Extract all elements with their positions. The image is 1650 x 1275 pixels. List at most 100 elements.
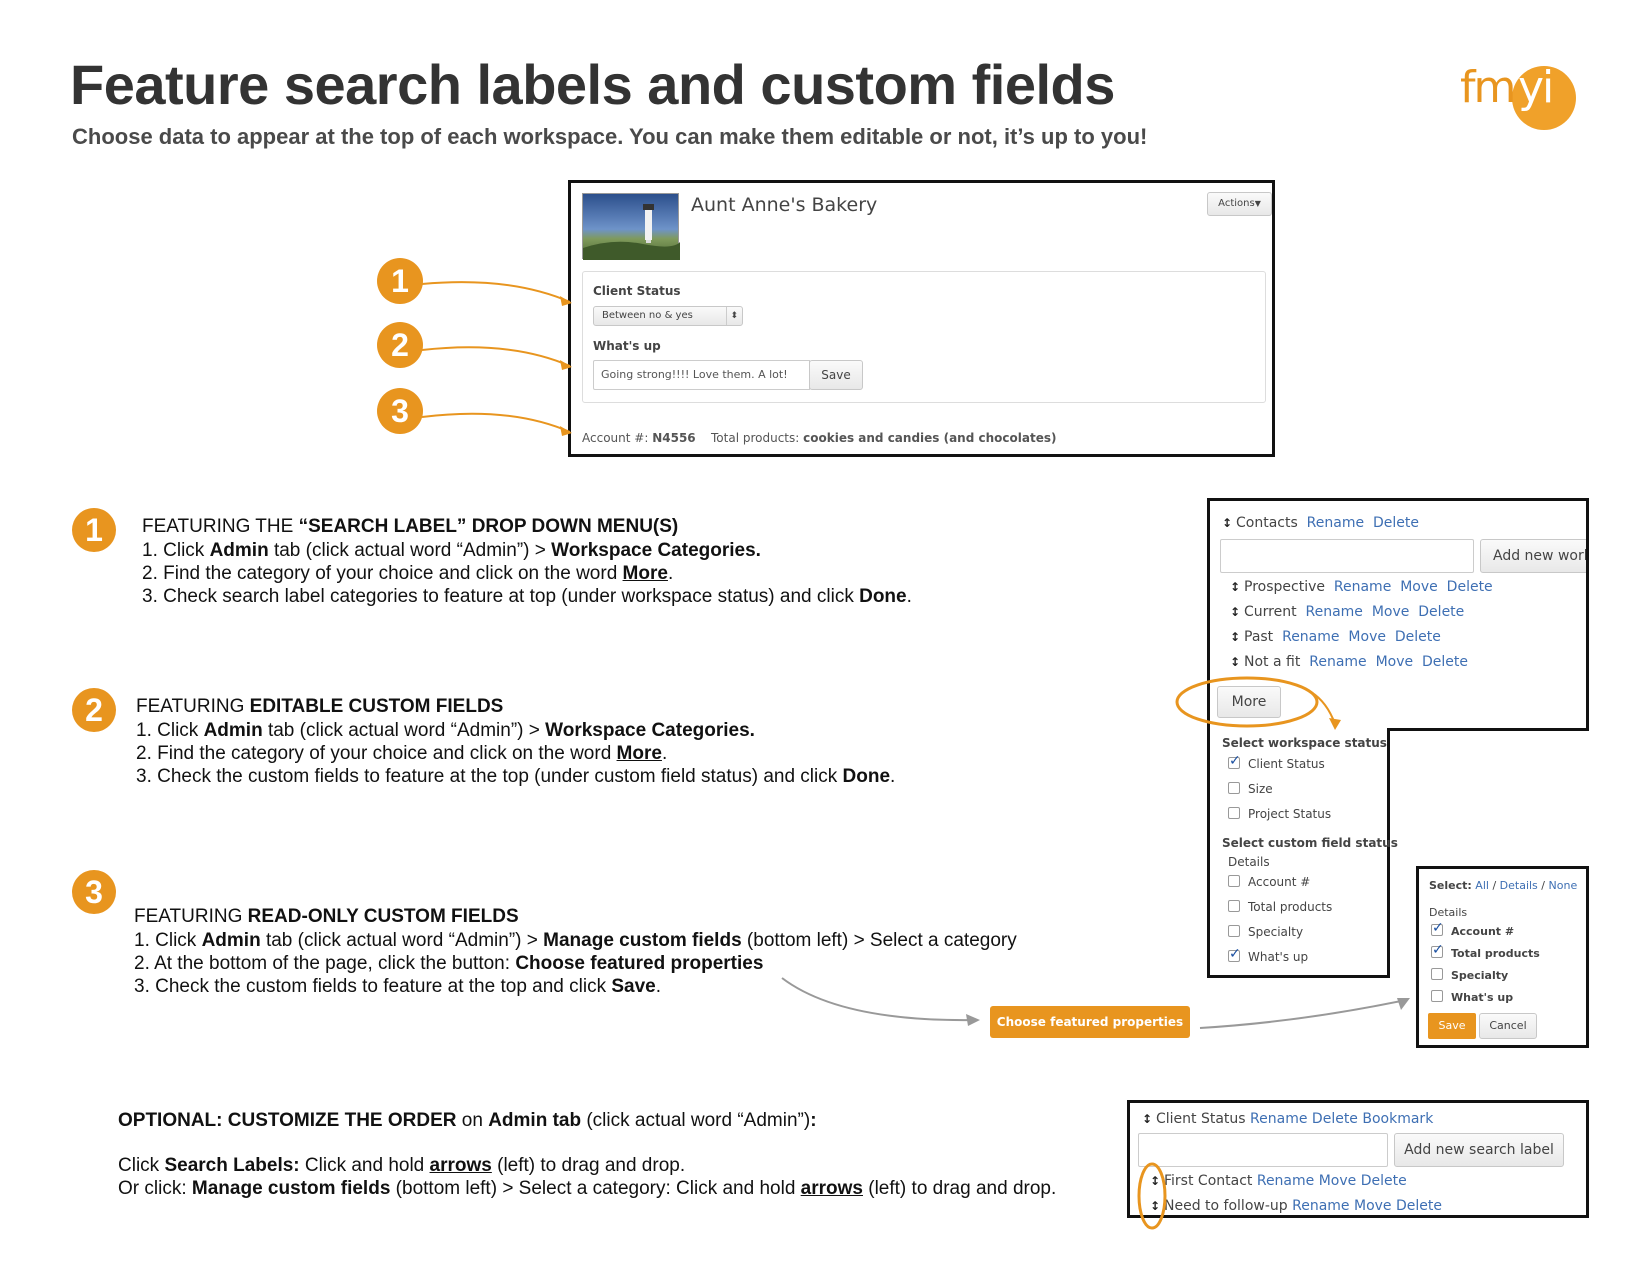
checkbox-checked-icon[interactable] bbox=[1431, 920, 1444, 936]
rename-link[interactable]: Rename bbox=[1309, 654, 1367, 670]
s2-heading-bold: EDITABLE CUSTOM FIELDS bbox=[249, 696, 504, 717]
delete-link[interactable]: Delete bbox=[1422, 654, 1469, 670]
select-none-link[interactable]: None bbox=[1548, 879, 1578, 892]
featured-cancel-button[interactable]: Cancel bbox=[1479, 1013, 1537, 1039]
cf-status-products[interactable]: Total products bbox=[1228, 900, 1332, 914]
select-details-link[interactable]: Details bbox=[1499, 879, 1538, 892]
featured-products[interactable]: Total products bbox=[1431, 942, 1540, 960]
drag-arrows-icon[interactable]: ↕ bbox=[1222, 516, 1233, 530]
ws-status-size[interactable]: Size bbox=[1228, 782, 1273, 796]
featured-account[interactable]: Account # bbox=[1431, 920, 1514, 938]
rename-link[interactable]: Rename bbox=[1282, 629, 1340, 645]
account-number: Account #: N4556 bbox=[582, 431, 696, 445]
move-link[interactable]: Move bbox=[1400, 579, 1438, 595]
drag-arrows-icon[interactable]: ↕ bbox=[1230, 605, 1241, 619]
delete-link[interactable]: Delete bbox=[1446, 579, 1493, 595]
whats-up-input[interactable]: Going strong!!!! Love them. A lot! bbox=[593, 360, 810, 390]
checkbox-checked-icon[interactable] bbox=[1228, 946, 1241, 962]
new-label-input[interactable] bbox=[1138, 1133, 1388, 1167]
rename-link[interactable]: Rename bbox=[1306, 515, 1365, 531]
section-2-step-1: 1. Click Admin tab (click actual word “A… bbox=[136, 720, 755, 742]
move-link[interactable]: Move bbox=[1318, 1173, 1357, 1189]
checkbox-icon[interactable] bbox=[1228, 782, 1240, 794]
label-name: Client Status bbox=[1156, 1111, 1246, 1127]
s1-l1-d: Workspace Categories. bbox=[551, 540, 761, 561]
workspace-name: Aunt Anne's Bakery bbox=[691, 194, 878, 216]
choose-featured-properties-button[interactable]: Choose featured properties bbox=[990, 1006, 1190, 1038]
rename-link[interactable]: Rename bbox=[1256, 1173, 1315, 1189]
select-all-link[interactable]: All bbox=[1475, 879, 1489, 892]
opt-p1-a: Click bbox=[118, 1155, 165, 1176]
move-link[interactable]: Move bbox=[1353, 1198, 1392, 1214]
category-name: Past bbox=[1244, 629, 1274, 645]
section-2-step-2: 2. Find the category of your choice and … bbox=[136, 743, 667, 765]
section-2-heading: FEATURING EDITABLE CUSTOM FIELDS bbox=[136, 696, 503, 718]
cf-status-account[interactable]: Account # bbox=[1228, 875, 1310, 889]
more-button[interactable]: More bbox=[1217, 686, 1281, 718]
separator: / bbox=[1541, 879, 1546, 892]
select-arrows-icon: ⬍ bbox=[726, 307, 738, 325]
s3-l3-c: . bbox=[655, 976, 662, 997]
save-button[interactable]: Save bbox=[809, 360, 863, 390]
whats-up-label: What's up bbox=[593, 339, 661, 353]
label-row-first-contact: ↕First Contact Rename Move Delete bbox=[1150, 1173, 1407, 1189]
rename-link[interactable]: Rename bbox=[1333, 579, 1392, 595]
checkbox-icon[interactable] bbox=[1431, 990, 1443, 1002]
drag-arrows-icon[interactable]: ↕ bbox=[1230, 655, 1241, 669]
bookmark-link[interactable]: Bookmark bbox=[1362, 1111, 1434, 1127]
delete-link[interactable]: Delete bbox=[1395, 1198, 1442, 1214]
opt-p2-a: Or click: bbox=[118, 1178, 192, 1199]
delete-link[interactable]: Delete bbox=[1311, 1111, 1358, 1127]
rename-link[interactable]: Rename bbox=[1305, 604, 1363, 620]
drag-arrows-icon[interactable]: ↕ bbox=[1230, 630, 1241, 644]
ws-status-project[interactable]: Project Status bbox=[1228, 807, 1331, 821]
checkbox-icon[interactable] bbox=[1228, 875, 1240, 887]
cf-status-whats-up[interactable]: What's up bbox=[1228, 946, 1308, 964]
new-category-input[interactable] bbox=[1220, 539, 1474, 573]
move-link[interactable]: Move bbox=[1375, 654, 1414, 670]
opt-p1-d: arrows bbox=[429, 1155, 492, 1176]
drag-arrows-icon[interactable]: ↕ bbox=[1230, 580, 1241, 594]
s3-l1-c: tab (click actual word “Admin”) > bbox=[260, 930, 544, 951]
section-1-step-2: 2. Find the category of your choice and … bbox=[142, 563, 673, 585]
rename-link[interactable]: Rename bbox=[1292, 1198, 1350, 1214]
s1-l3-c: . bbox=[906, 586, 912, 607]
callout-1: 1 bbox=[377, 258, 423, 304]
drag-arrows-icon[interactable]: ↕ bbox=[1150, 1199, 1161, 1213]
section-2-step-3: 3. Check the custom fields to feature at… bbox=[136, 766, 895, 788]
move-link[interactable]: Move bbox=[1371, 604, 1410, 620]
opt-h-a: OPTIONAL: CUSTOMIZE THE ORDER bbox=[118, 1110, 457, 1131]
move-link[interactable]: Move bbox=[1348, 629, 1386, 645]
label-name: Need to follow-up bbox=[1164, 1198, 1288, 1214]
s2-l3-b: Done bbox=[842, 766, 891, 787]
s1-l2-a: 2. Find the category of your choice and … bbox=[142, 563, 623, 584]
checkbox-icon[interactable] bbox=[1228, 807, 1240, 819]
delete-link[interactable]: Delete bbox=[1394, 629, 1441, 645]
s2-l2-a: 2. Find the category of your choice and … bbox=[136, 743, 617, 764]
client-status-select[interactable]: Between no & yes ⬍ bbox=[593, 306, 743, 326]
featured-specialty[interactable]: Specialty bbox=[1431, 968, 1508, 982]
checkbox-checked-icon[interactable] bbox=[1228, 753, 1241, 769]
cf-status-specialty[interactable]: Specialty bbox=[1228, 925, 1303, 939]
add-new-search-label-button[interactable]: Add new search label bbox=[1394, 1133, 1564, 1167]
rename-link[interactable]: Rename bbox=[1250, 1111, 1308, 1127]
s2-l3-c: . bbox=[890, 766, 896, 787]
featured-save-button[interactable]: Save bbox=[1428, 1013, 1476, 1039]
delete-link[interactable]: Delete bbox=[1373, 515, 1419, 531]
separator: / bbox=[1492, 879, 1497, 892]
checkbox-checked-icon[interactable] bbox=[1431, 942, 1444, 958]
drag-arrows-icon[interactable]: ↕ bbox=[1150, 1174, 1161, 1188]
checkbox-icon[interactable] bbox=[1228, 925, 1240, 937]
featured-whats-up[interactable]: What's up bbox=[1431, 990, 1513, 1004]
section-3-heading: FEATURING READ-ONLY CUSTOM FIELDS bbox=[134, 906, 519, 928]
delete-link[interactable]: Delete bbox=[1418, 604, 1465, 620]
drag-arrows-icon[interactable]: ↕ bbox=[1142, 1112, 1153, 1126]
checkbox-icon[interactable] bbox=[1431, 968, 1443, 980]
checkbox-icon[interactable] bbox=[1228, 900, 1240, 912]
s3-l3-b: Save bbox=[611, 976, 656, 997]
ws-status-client[interactable]: Client Status bbox=[1228, 753, 1325, 771]
add-new-category-button[interactable]: Add new work bbox=[1480, 539, 1586, 573]
delete-link[interactable]: Delete bbox=[1360, 1173, 1407, 1189]
s1-l1-c: tab (click actual word “Admin”) > bbox=[268, 540, 552, 561]
actions-button[interactable]: Actions▼ bbox=[1207, 192, 1272, 216]
